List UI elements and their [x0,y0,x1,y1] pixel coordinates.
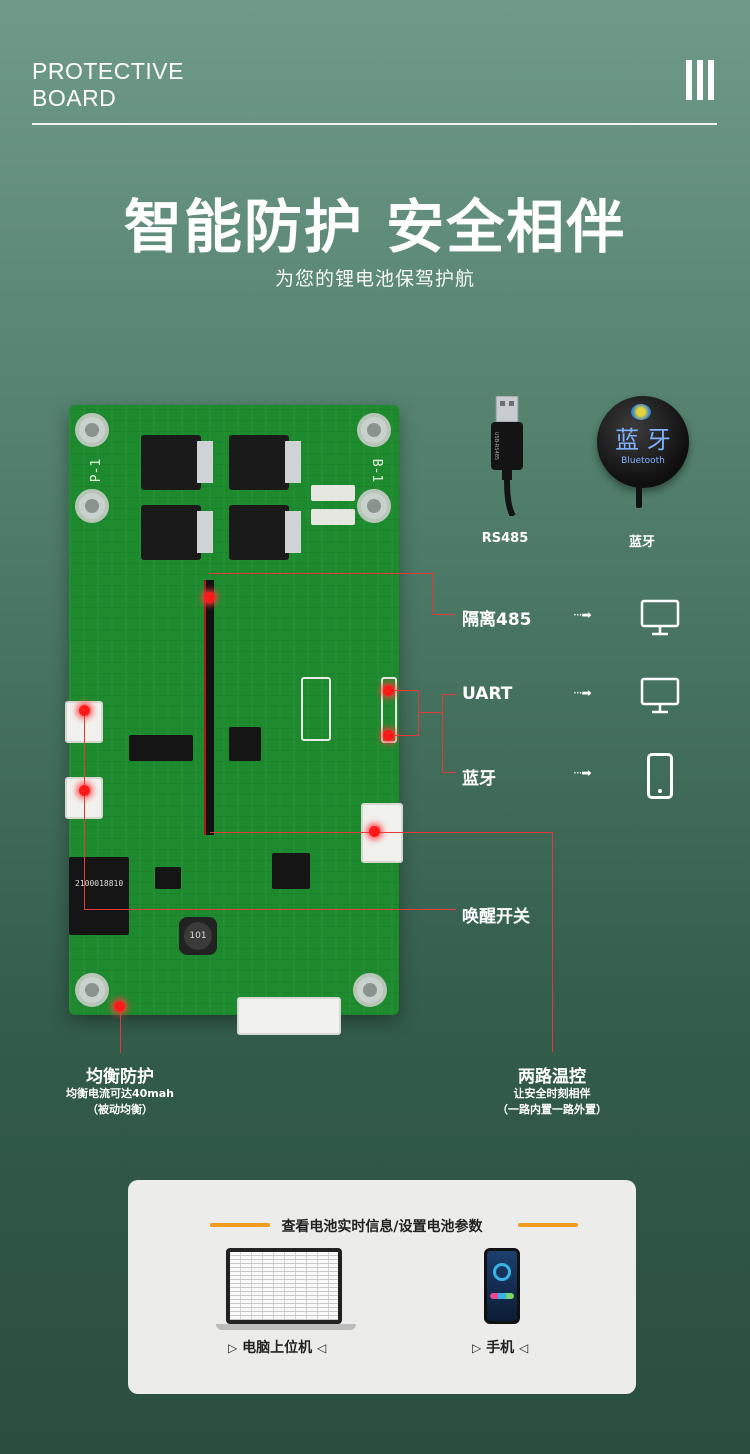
callout-dot [383,685,394,696]
pc-software-text: 电脑上位机 [242,1340,313,1356]
header-divider [32,123,717,125]
callout-line [442,694,443,772]
interface-bluetooth: 蓝牙 [462,769,496,789]
header-mark-icon [686,60,714,100]
connector-temp [361,803,403,863]
callout-line [84,909,456,910]
arrow-right-icon: ···➡ [573,766,591,780]
silk-p1: P-1 [89,458,105,483]
balance-title: 均衡防护 [86,1067,154,1087]
pc-software-label: ▷ 电脑上位机 ◁ [228,1337,326,1357]
page-header-title: PROTECTIVE BOARD [32,58,184,112]
callout-line [388,690,418,691]
header-title-line1: PROTECTIVE [32,58,184,84]
ic-chip [155,867,181,889]
board-wire [204,580,214,835]
callout-line [418,712,442,713]
callout-dot [383,730,394,741]
accent-bar [518,1223,578,1227]
svg-text:USB-RS485: USB-RS485 [493,432,499,460]
ic-chip [163,735,193,761]
phone-app-label: ▷ 手机 ◁ [472,1337,528,1357]
interface-uart: UART [462,684,513,704]
callout-line [388,735,418,736]
balance-line1: 均衡电流可达40mah [65,1087,175,1100]
temp-control-title: 两路温控 [518,1067,586,1087]
wake-switch-label: 唤醒开关 [462,907,530,927]
callout-line [84,712,85,910]
bluetooth-label: 蓝牙 [628,535,655,550]
callout-dot [369,826,380,837]
mount-hole [75,489,109,523]
smartphone-icon [647,753,673,799]
bluetooth-module-cn: 蓝 牙 [615,426,671,454]
arrow-right-icon: ···➡ [573,686,591,700]
arrow-right-icon: ···➡ [573,608,591,622]
laptop-software-image [216,1248,356,1330]
connector-balance [237,997,341,1035]
usb-rs485-cable-icon: USB-RS485 [491,396,523,516]
inductor: 101 [179,917,217,955]
balance-line2: （被动均衡） [87,1103,153,1116]
ic-chip [229,727,261,761]
headline: 智能防护 安全相伴 [123,193,627,261]
silk-b1: B-1 [369,458,385,483]
connector-ble [381,677,397,743]
app-info-card: 查看电池实时信息/设置电池参数 ▷ 电脑上位机 ◁ ▷ 手机 ◁ [128,1180,636,1394]
mosfet [229,505,301,560]
callout-dot [79,785,90,796]
mosfet [141,435,213,490]
subheadline: 为您的锂电池保驾护航 [274,268,475,290]
triangle-right-icon: ▷ [472,1341,482,1355]
connector-swd [301,677,331,741]
inductor-label: 101 [184,922,212,950]
bluetooth-cable [636,486,642,508]
callout-line [209,573,434,574]
mosfet [141,505,213,560]
triangle-left-icon: ◁ [316,1341,327,1355]
bluetooth-module-icon: 蓝 牙 Bluetooth [597,396,689,488]
callout-line [442,694,456,695]
header-title-line2: BOARD [32,85,117,111]
mcu-chip [272,853,310,889]
chip-label: 2100018810 [75,879,124,888]
mount-hole [357,489,391,523]
mount-hole [353,973,387,1007]
interface-isolated-485: 隔离485 [462,610,532,630]
card-title: 查看电池实时信息/设置电池参数 [281,1219,483,1235]
callout-line [120,1005,121,1053]
callout-dot [79,705,90,716]
triangle-left-icon: ◁ [518,1341,529,1355]
callout-line [418,690,419,736]
mosfet [229,435,301,490]
callout-line [433,614,455,615]
callout-line [210,832,553,833]
callout-line [433,573,434,615]
phone-app-text: 手机 [486,1340,515,1356]
mount-hole [357,413,391,447]
mount-hole [75,973,109,1007]
temp-control-line2: （一路内置一路外置） [497,1103,607,1116]
temp-control-line1: 让安全时刻相伴 [513,1087,591,1100]
mount-hole [75,413,109,447]
callout-line [552,832,553,1052]
power-chip [69,857,129,935]
phone-app-image [484,1248,520,1324]
protection-board-image: P-1 B-1 2100018810 101 [65,405,403,1035]
accent-bar [210,1223,270,1227]
callout-dot [114,1001,125,1012]
shunt-resistor [311,485,355,501]
ic-chip [129,735,165,761]
callout-dot [204,592,215,603]
monitor-icon [640,599,680,636]
bluetooth-module-en: Bluetooth [621,456,665,466]
shunt-resistor [311,509,355,525]
triangle-right-icon: ▷ [228,1341,238,1355]
monitor-icon [640,677,680,714]
rs485-label: RS485 [481,531,529,546]
callout-line [442,772,456,773]
